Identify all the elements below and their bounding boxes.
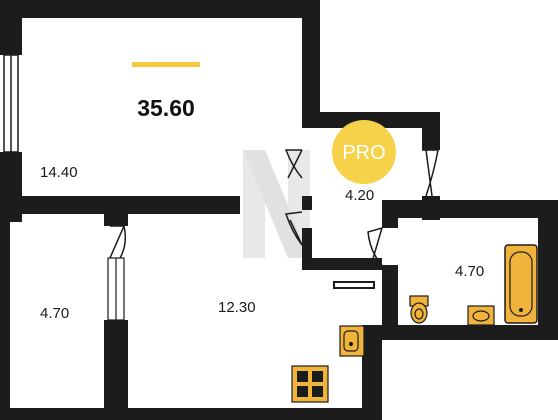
stove-icon: [291, 365, 329, 403]
room-area-living: 14.40: [40, 164, 78, 181]
window-inner-icon: [107, 257, 125, 321]
window-left-upper-icon: [3, 54, 19, 153]
pro-badge: PRO: [332, 120, 396, 184]
room-area-hall-top: 4.20: [345, 187, 374, 204]
door-icon: [109, 149, 439, 266]
total-area: 35.60: [137, 95, 195, 121]
kitchen-sink-icon: [339, 325, 365, 357]
toilet-icon: [409, 295, 429, 324]
room-area-left: 4.70: [40, 305, 69, 322]
total-area-underline: [132, 62, 200, 67]
pro-badge-label: PRO: [342, 142, 385, 164]
bathtub-icon: [504, 244, 538, 324]
room-area-bathroom: 4.70: [455, 263, 484, 280]
room-area-kitchen: 12.30: [218, 299, 256, 316]
washbasin-icon: [467, 305, 495, 326]
